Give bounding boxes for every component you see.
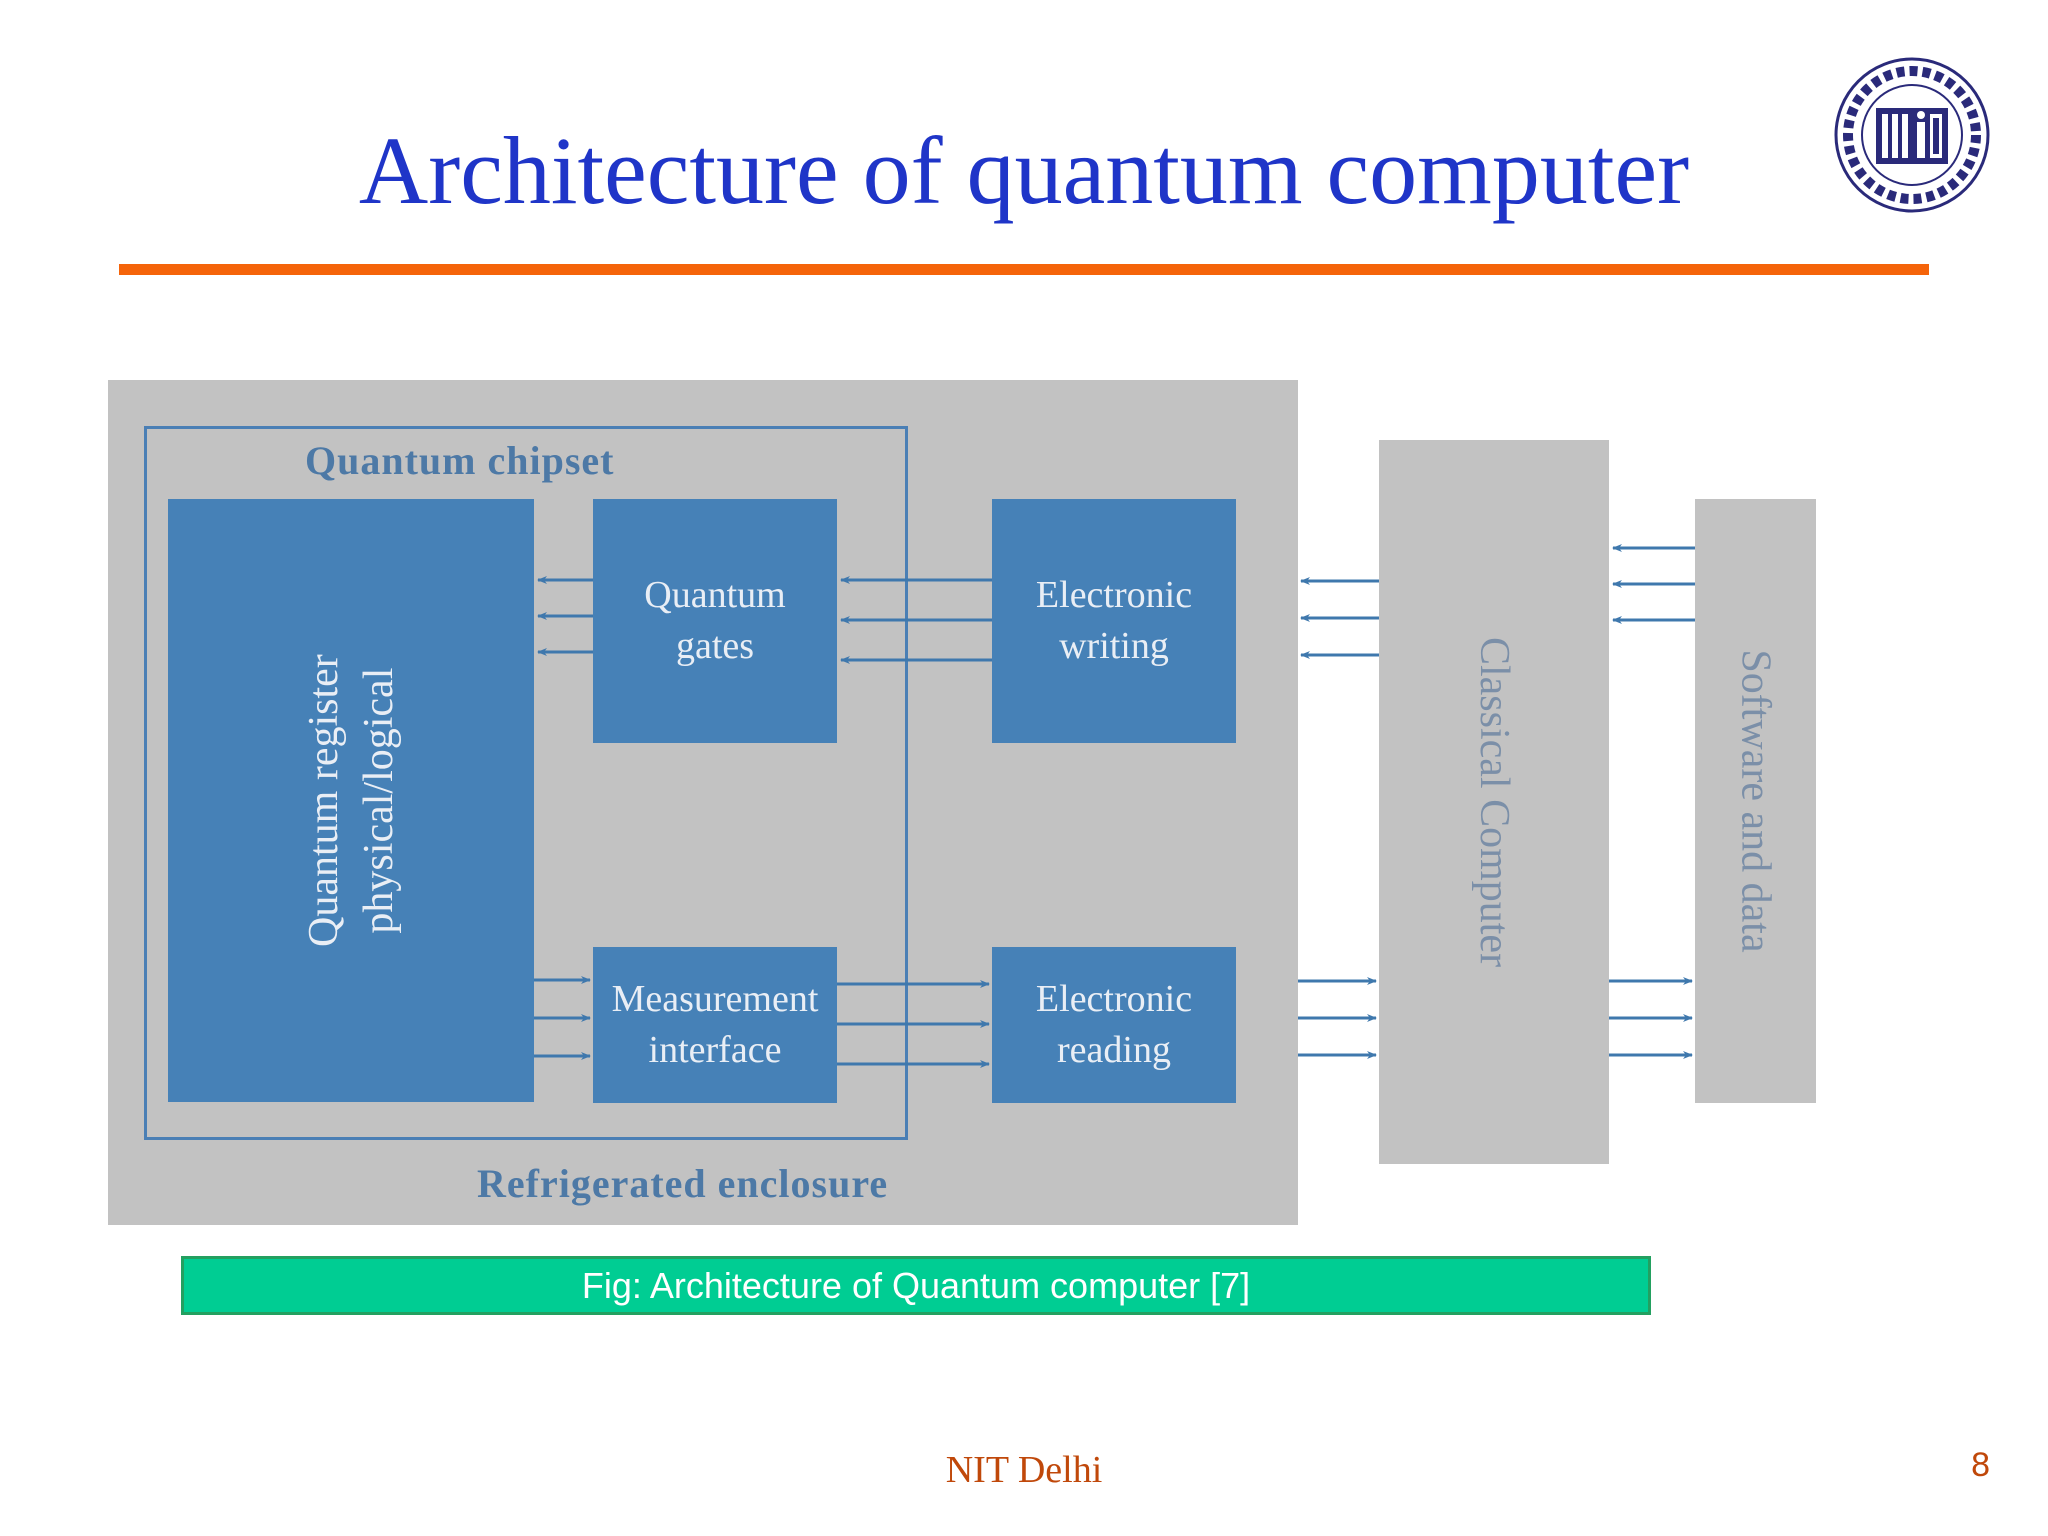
- quantum-gates-box: Quantum gates: [593, 499, 837, 743]
- electronic-writing-line1: Electronic: [1035, 573, 1193, 616]
- electronic-writing-line2: writing: [1059, 625, 1169, 667]
- quantum-chipset-frame: [144, 426, 908, 1140]
- title-underline: [119, 264, 1929, 275]
- slide-footer: NIT Delhi: [945, 1449, 1103, 1491]
- electronic-reading-line1: Electronic: [1035, 977, 1193, 1020]
- page-number: 8: [1971, 1446, 1990, 1484]
- electronic-reading-line2: reading: [1057, 1029, 1171, 1071]
- measurement-interface-box: Measurement interface: [593, 947, 837, 1103]
- classical-computer-box: Classical Computer: [1379, 440, 1609, 1164]
- quantum-chipset-label: Quantum chipset: [305, 438, 615, 483]
- quantum-gates-line1: Quantum: [644, 573, 786, 616]
- quantum-gates-line2: gates: [675, 625, 755, 667]
- electronic-reading-box: Electronic reading: [992, 947, 1236, 1103]
- nit-delhi-logo-icon: [1833, 56, 1991, 214]
- quantum-register-box: Quantum register physical/logical: [168, 499, 534, 1102]
- electronic-writing-box: Electronic writing: [992, 499, 1236, 743]
- slide-title: Architecture of quantum computer: [358, 117, 1690, 224]
- figure-caption: Fig: Architecture of Quantum computer [7…: [181, 1256, 1651, 1315]
- measurement-interface-line2: interface: [648, 1029, 782, 1071]
- refrigerated-enclosure-label: Refrigerated enclosure: [477, 1161, 889, 1206]
- measurement-interface-line1: Measurement: [611, 977, 819, 1020]
- software-and-data-box: Software and data: [1695, 499, 1816, 1103]
